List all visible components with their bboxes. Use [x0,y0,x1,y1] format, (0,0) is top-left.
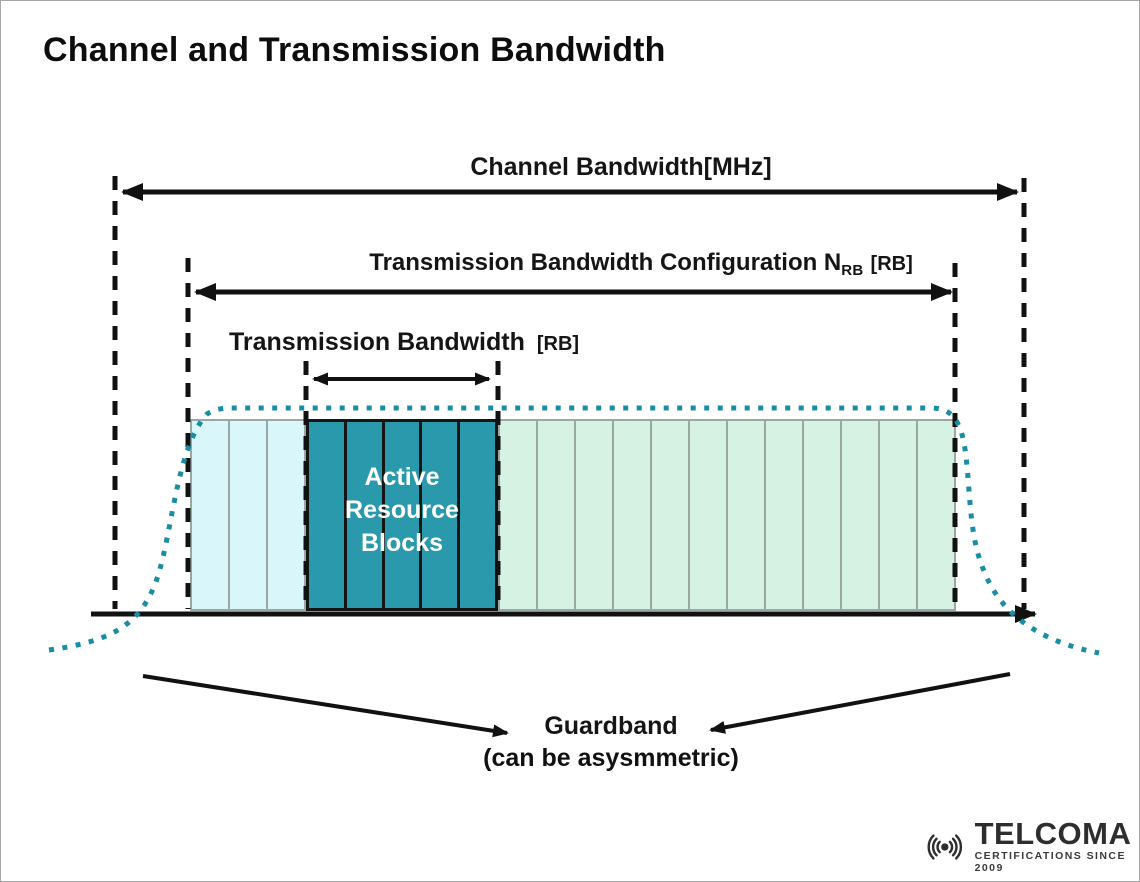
resource-block [840,421,878,609]
resource-block [726,421,764,609]
transmission-bandwidth-label-main: Transmission Bandwidth [229,328,525,356]
transmission-config-subscript: RB [841,262,864,279]
resource-block [612,421,650,609]
guardband-label: Guardband [544,712,678,740]
resource-block [228,421,266,609]
telcoma-logo: TELCOMA CERTIFICATIONS SINCE 2009 [919,816,1139,874]
inactive-blocks-right [498,419,956,611]
guardband-note: (can be asysmmetric) [483,744,739,772]
resource-block [916,421,954,609]
active-resource-blocks-label: Active Resource Blocks [345,463,459,557]
resource-block [650,421,688,609]
resource-block [574,421,612,609]
resource-block [802,421,840,609]
radio-waves-icon [927,833,963,860]
resource-block [500,421,536,609]
resource-block [688,421,726,609]
transmission-config-label: Transmission Bandwidth Configuration NRB… [331,249,951,279]
page-title: Channel and Transmission Bandwidth [43,31,666,69]
resource-block [266,421,304,609]
inactive-blocks-left [190,419,306,611]
resource-block [764,421,802,609]
logo-text: TELCOMA CERTIFICATIONS SINCE 2009 [974,816,1139,874]
logo-tagline: CERTIFICATIONS SINCE 2009 [974,850,1126,874]
resource-block [536,421,574,609]
transmission-bandwidth-label: Transmission Bandwidth [RB] [229,328,579,357]
channel-bandwidth-label: Channel Bandwidth[MHz] [470,153,772,181]
transmission-bandwidth-unit: [RB] [536,333,580,355]
transmission-config-label-main: Transmission Bandwidth Configuration N [369,249,842,276]
transmission-config-unit: [RB] [870,253,913,275]
resource-block [878,421,916,609]
logo-brand: TELCOMA [974,816,1132,851]
resource-block [192,421,228,609]
